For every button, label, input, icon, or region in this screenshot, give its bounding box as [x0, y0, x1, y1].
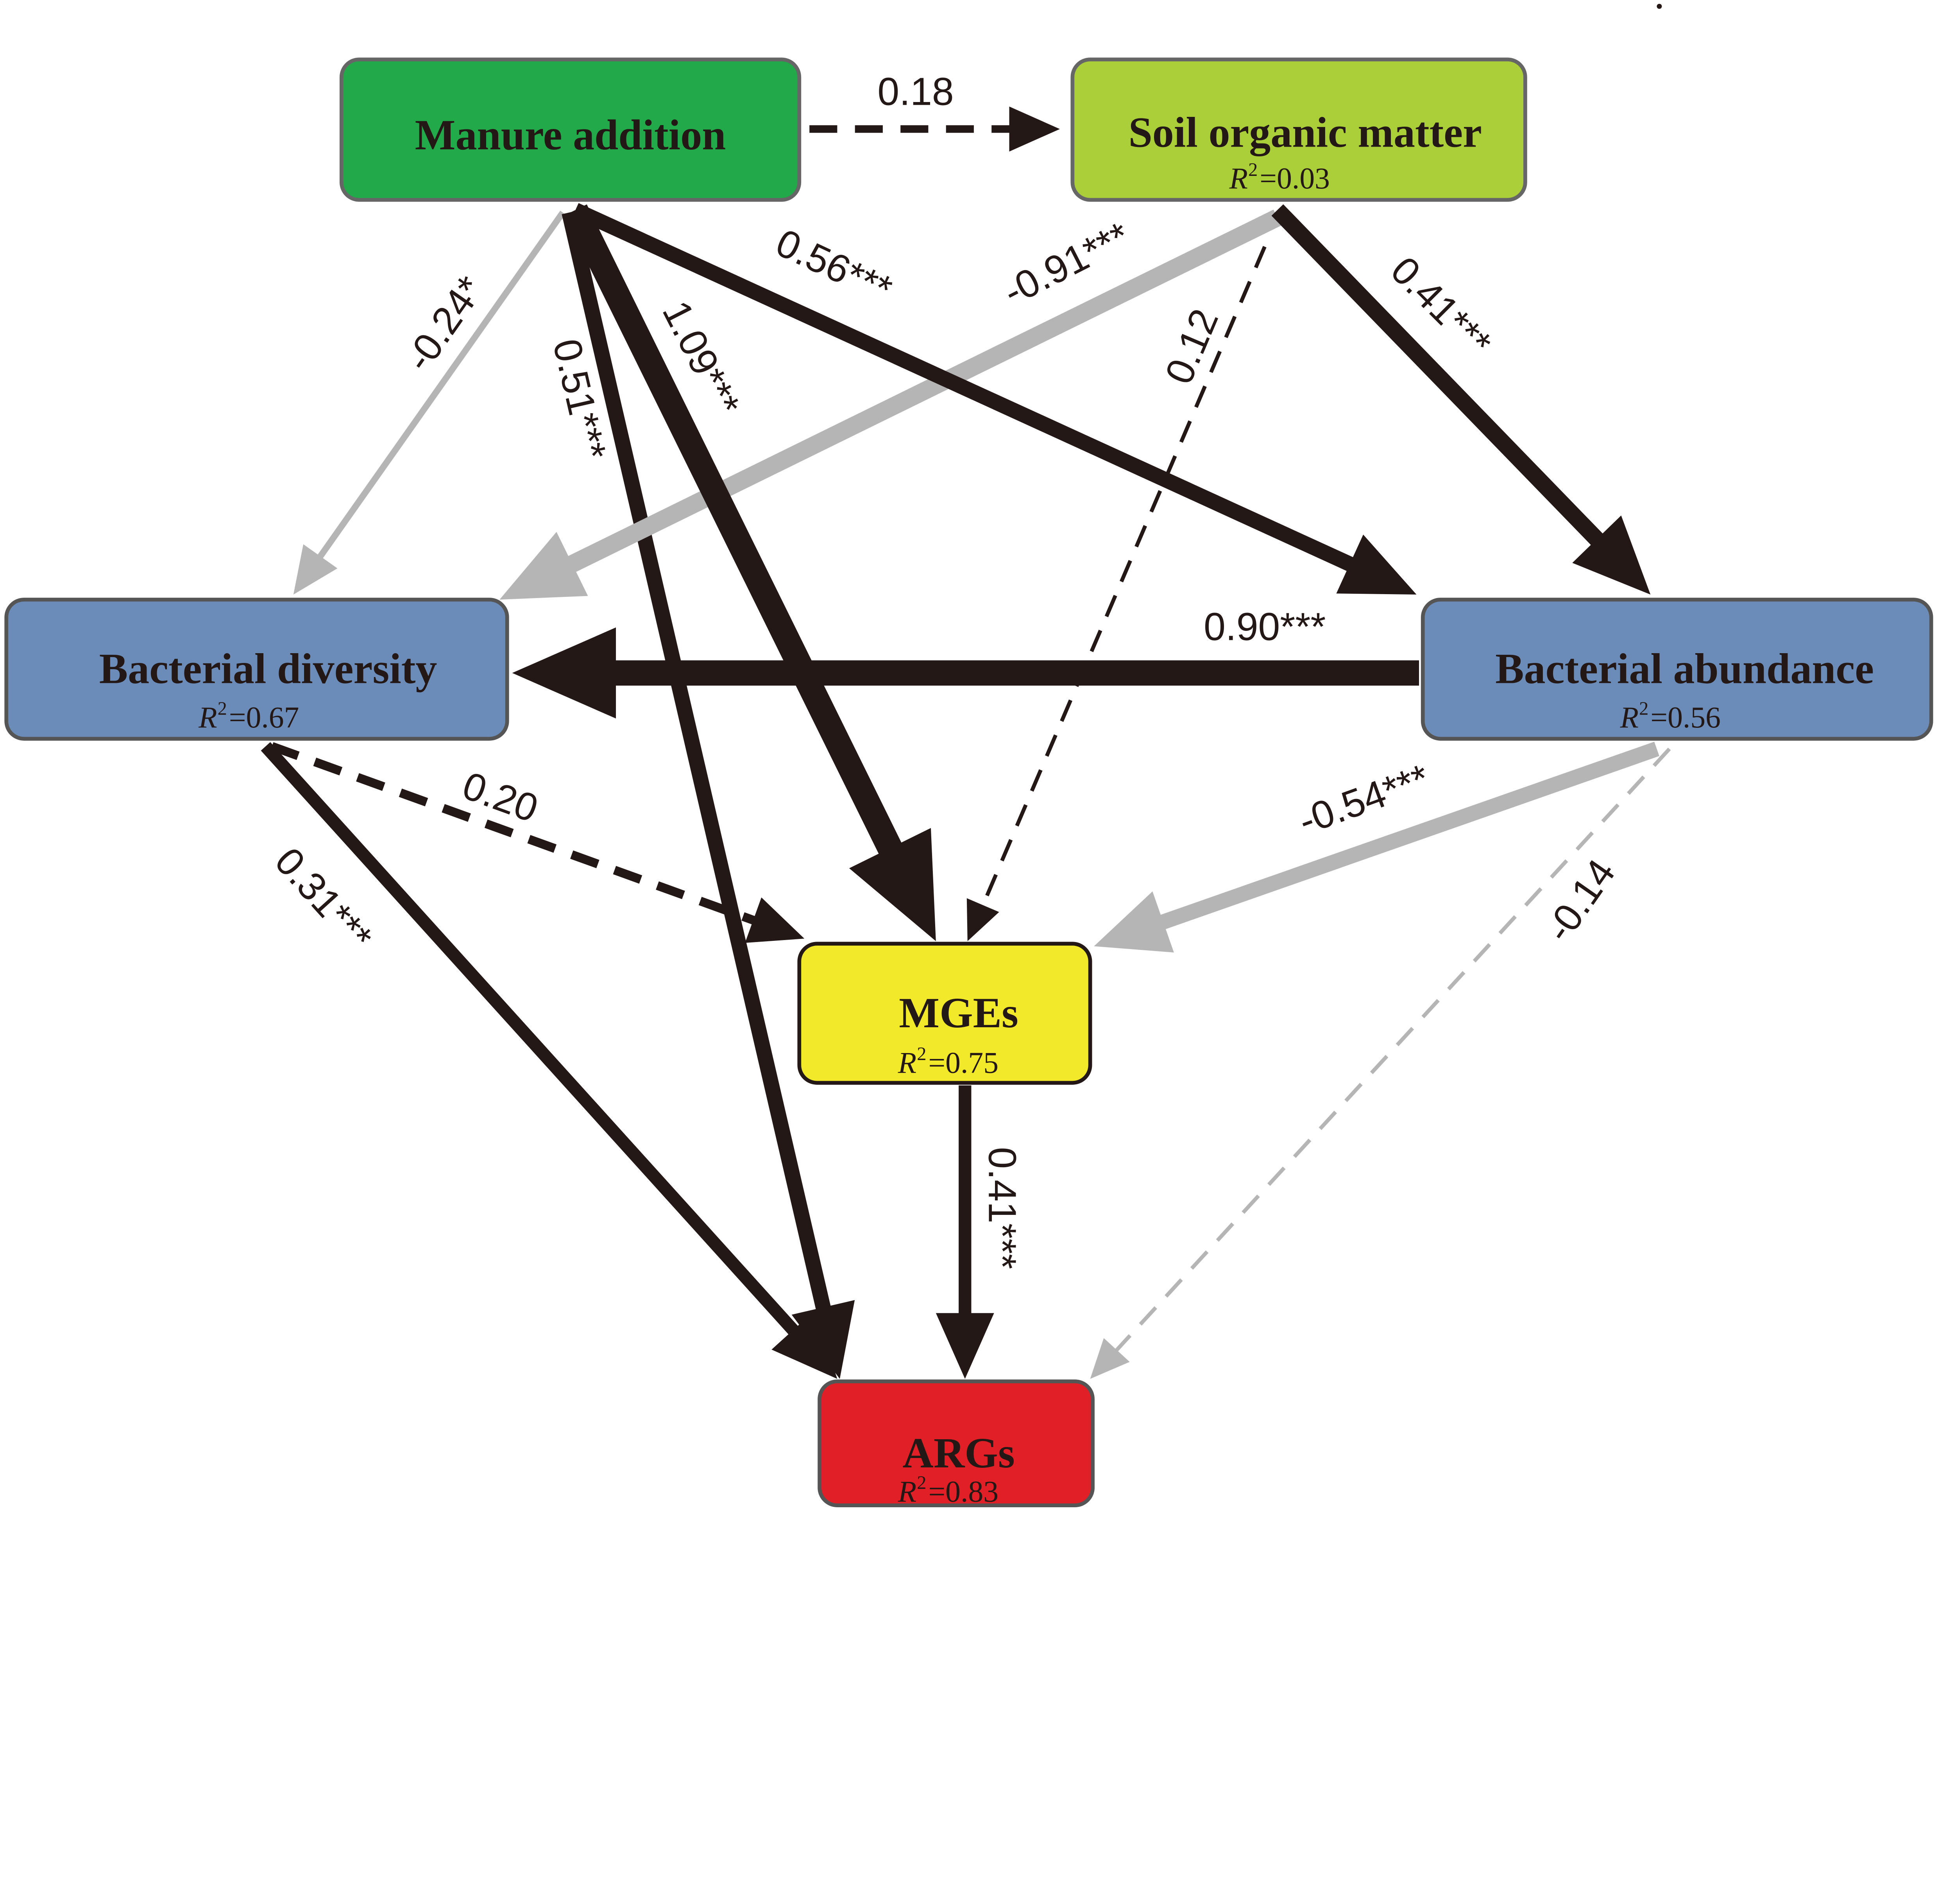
node-title: MGEs: [899, 989, 1018, 1037]
r2-symbol: R: [198, 700, 217, 734]
node-title: Bacterial abundance: [1495, 645, 1874, 693]
node-soil-organic-matter: Soil organic matter R 2 =0.03: [1070, 57, 1527, 202]
arrow-head: [1572, 515, 1651, 595]
arrow-shaft: [562, 211, 831, 1312]
r2-superscript: 2: [917, 1044, 926, 1064]
arrow-diversity-mges: [270, 742, 805, 943]
arrow-mges-args: [936, 1085, 994, 1379]
r2-superscript: 2: [218, 698, 227, 719]
arrow-som-diversity: [499, 210, 1281, 600]
node-title: ARGs: [902, 1429, 1015, 1477]
arrow-shaft: [270, 742, 757, 925]
label-manure-som: 0.18: [877, 70, 954, 114]
arrow-head: [745, 897, 805, 943]
label-abundance-args: -0.14: [1537, 851, 1624, 950]
node-title: Manure addition: [415, 111, 726, 159]
arrow-shaft: [980, 246, 1267, 908]
arrow-shaft: [261, 742, 800, 1336]
r2-superscript: 2: [917, 1472, 926, 1493]
arrow-head: [293, 544, 338, 595]
arrow-head: [499, 532, 588, 600]
node-title: Soil organic matter: [1129, 108, 1482, 156]
label-manure-diversity: -0.24*: [397, 269, 492, 380]
arrow-head: [1094, 891, 1174, 953]
r2-value: =0.03: [1260, 161, 1330, 195]
arrow-manure-diversity: [293, 211, 565, 595]
arrow-head: [849, 828, 936, 941]
stray-dot: [1657, 4, 1662, 9]
arrow-shaft: [1113, 747, 1671, 1353]
arrow-head: [936, 1313, 994, 1379]
label-diversity-mges: 0.20: [457, 763, 544, 831]
node-manure-addition: Manure addition: [339, 57, 802, 202]
label-abundance-diversity: 0.90***: [1204, 605, 1326, 649]
node-bacterial-diversity: Bacterial diversity R 2 =0.67: [4, 598, 509, 741]
r2-value: =0.56: [1650, 700, 1721, 734]
arrow-shaft: [572, 203, 1355, 572]
arrow-abundance-mges: [1094, 742, 1659, 953]
arrow-head: [966, 898, 999, 941]
arrow-shaft: [316, 211, 565, 561]
r2-symbol: R: [898, 1474, 916, 1508]
r2-superscript: 2: [1248, 159, 1258, 180]
node-title: Bacterial diversity: [99, 645, 437, 693]
arrow-head: [1336, 534, 1417, 595]
arrow-abundance-args: [1090, 747, 1671, 1379]
node-bacterial-abundance: Bacterial abundance R 2 =0.56: [1421, 598, 1933, 741]
r2-value: =0.75: [928, 1046, 998, 1079]
arrow-manure-som: [809, 106, 1060, 152]
arrow-head: [771, 1310, 837, 1379]
arrow-shaft: [564, 204, 903, 856]
arrow-shaft: [566, 210, 1281, 573]
r2-value: =0.67: [229, 700, 299, 734]
arrow-manure-abundance: [572, 203, 1417, 595]
sem-path-diagram: Manure addition Soil organic matter R 2 …: [4, 4, 1933, 1508]
arrow-manure-mges: [564, 204, 936, 941]
label-mges-args: 0.41***: [981, 1147, 1024, 1269]
r2-symbol: R: [1229, 161, 1248, 195]
label-manure-abundance: 0.56***: [769, 220, 898, 312]
r2-symbol: R: [898, 1046, 916, 1079]
arrow-head: [512, 627, 616, 719]
arrow-abundance-diversity: [512, 627, 1419, 719]
arrow-shaft: [1271, 204, 1605, 547]
r2-symbol: R: [1620, 700, 1639, 734]
node-mges: MGEs R 2 =0.75: [797, 942, 1092, 1085]
arrow-shaft: [1158, 742, 1659, 930]
arrow-som-mges: [966, 246, 1267, 941]
r2-superscript: 2: [1639, 698, 1648, 719]
arrow-diversity-args: [261, 742, 837, 1379]
r2-value: =0.83: [928, 1474, 998, 1508]
arrow-som-abundance: [1271, 204, 1651, 595]
arrow-head: [1090, 1338, 1130, 1379]
label-som-mges: 0.12: [1157, 303, 1227, 390]
node-args: ARGs R 2 =0.83: [818, 1379, 1095, 1508]
arrow-head: [1009, 106, 1060, 152]
